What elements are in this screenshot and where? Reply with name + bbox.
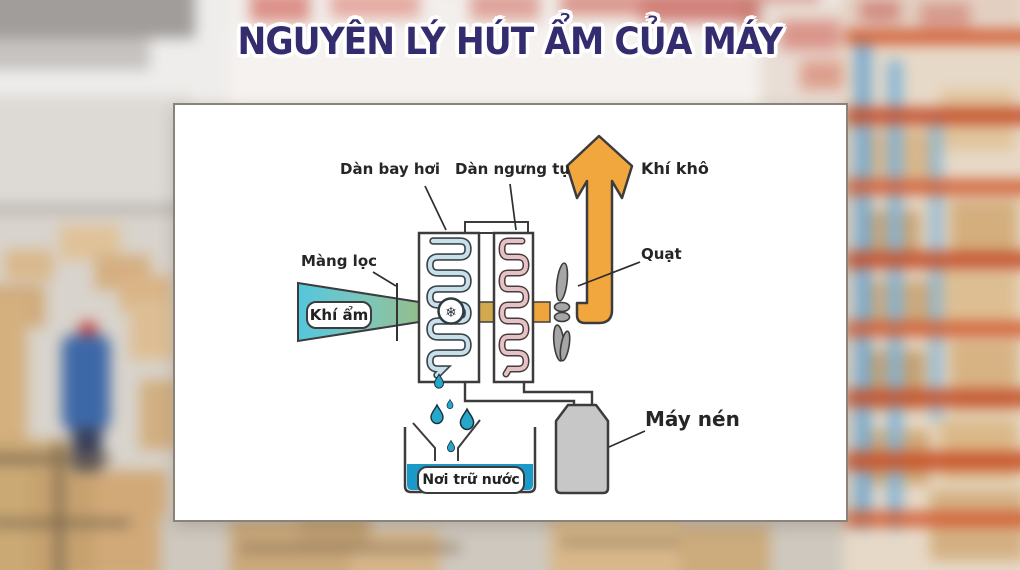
compressor-tank (554, 403, 610, 495)
label-water-tank: Nơi trữ nước (422, 472, 520, 488)
page-title: NGUYÊN LÝ HÚT ẨM CỦA MÁY (0, 20, 1020, 63)
snowflake-badge (437, 297, 465, 325)
air-band-middle (478, 301, 495, 323)
air-band-right (532, 301, 551, 323)
label-moist-air: Khí ẩm (309, 306, 369, 324)
moist-air-pill: Khí ẩm (306, 301, 372, 329)
pointer-condenser (509, 183, 517, 231)
label-fan: Quạt (641, 245, 682, 263)
pointer-compressor (608, 430, 646, 448)
water-tank-pill: Nơi trữ nước (417, 466, 525, 494)
page-title-text: NGUYÊN LÝ HÚT ẨM CỦA MÁY (237, 20, 784, 63)
pipe-evaporator-to-compressor (463, 383, 576, 405)
condenser-coil (498, 237, 530, 378)
pointer-fan (577, 261, 641, 287)
label-dry-air: Khí khô (641, 159, 709, 178)
label-evaporator: Dàn bay hơi (340, 160, 440, 178)
pipe-condenser-to-compressor (522, 383, 594, 405)
dehumidifier-diagram-panel: ❄ (175, 105, 846, 520)
coil-bridge (464, 221, 529, 234)
pointer-filter (372, 271, 397, 287)
drip-guide-left (412, 422, 436, 461)
pointer-lines (372, 183, 646, 448)
snowflake-icon: ❄ (445, 305, 457, 321)
label-condenser: Dàn ngưng tụ (455, 160, 571, 178)
fan-blades (552, 262, 571, 362)
drip-guide-right (457, 419, 481, 461)
water-drops (430, 373, 475, 453)
dry-air-arrow (565, 134, 634, 325)
pointer-evaporator (424, 185, 447, 231)
label-filter: Màng lọc (301, 252, 378, 270)
label-compressor: Máy nén (645, 407, 740, 431)
